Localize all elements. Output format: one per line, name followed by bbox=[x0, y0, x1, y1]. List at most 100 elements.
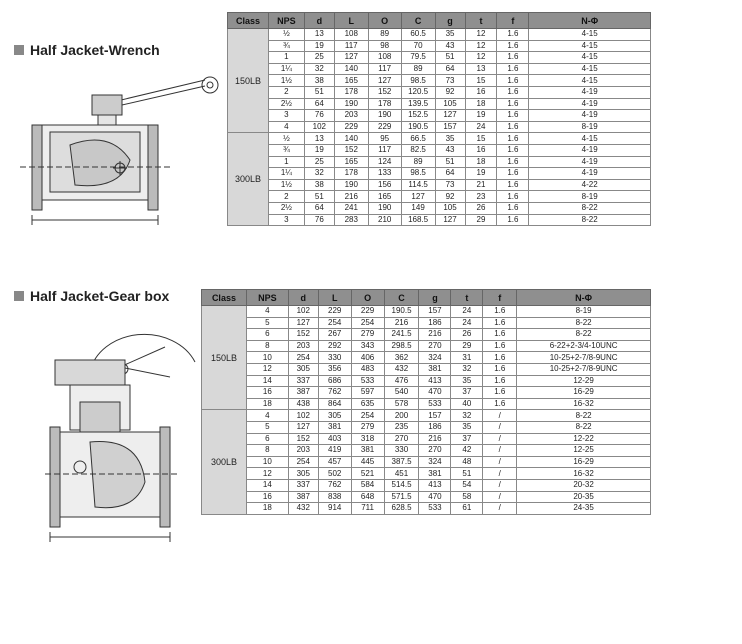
table-cell: 305 bbox=[287, 467, 319, 480]
table-cell: 864 bbox=[317, 397, 352, 411]
table-cell: 73 bbox=[434, 178, 466, 192]
table-cell: 19 bbox=[303, 39, 335, 53]
table-cell: 149 bbox=[400, 201, 436, 215]
table-cell: 18 bbox=[245, 397, 289, 411]
table-cell: 16 bbox=[245, 490, 289, 504]
table-cell: 476 bbox=[383, 374, 420, 388]
table-cell: 292 bbox=[317, 339, 352, 353]
table-cell: 8-22 bbox=[516, 316, 651, 330]
table-cell: 25 bbox=[303, 51, 335, 64]
table-cell: 157 bbox=[418, 305, 452, 318]
table-cell: 838 bbox=[317, 490, 352, 504]
table-cell: 152 bbox=[333, 143, 369, 157]
table-cell: 64 bbox=[434, 167, 466, 180]
table-cell: 58 bbox=[450, 490, 484, 504]
column-header: d bbox=[287, 289, 319, 306]
table-cell: 157 bbox=[418, 409, 452, 422]
table-cell: 29 bbox=[464, 213, 498, 227]
bullet-square-icon bbox=[14, 291, 24, 301]
table-cell: 1.6 bbox=[496, 201, 530, 215]
table-cell: 168.5 bbox=[400, 213, 436, 227]
table-cell: 4-19 bbox=[528, 167, 651, 180]
table-cell: 387 bbox=[287, 386, 319, 399]
table-cell: 190.5 bbox=[400, 120, 436, 134]
table-cell: 4-15 bbox=[528, 132, 651, 145]
table-cell: 200 bbox=[383, 409, 420, 422]
table-cell: 26 bbox=[450, 328, 484, 341]
table-cell: 210 bbox=[367, 213, 402, 227]
table-cell: 4-19 bbox=[528, 109, 651, 122]
table-cell: 3 bbox=[267, 213, 305, 227]
pressure-class-cell: 300LB bbox=[227, 132, 269, 227]
table-cell: 254 bbox=[350, 316, 385, 330]
table-cell: 10-25+2-7/8-9UNC bbox=[516, 351, 651, 364]
table-cell: 12 bbox=[245, 467, 289, 480]
gearbox-valve-drawing bbox=[45, 333, 196, 542]
table-cell: 64 bbox=[303, 201, 335, 215]
table-cell: 4-15 bbox=[528, 74, 651, 87]
table-cell: 279 bbox=[350, 420, 385, 434]
table-cell: 190 bbox=[367, 109, 402, 122]
table-cell: 16-32 bbox=[516, 467, 651, 480]
table-cell: 6 bbox=[245, 432, 289, 446]
table-cell: 8-22 bbox=[528, 201, 651, 215]
table-cell: 4-19 bbox=[528, 97, 651, 111]
table-cell: 190 bbox=[333, 178, 369, 192]
table-cell: 254 bbox=[317, 316, 352, 330]
table-cell: / bbox=[482, 467, 518, 480]
table-cell: 37 bbox=[450, 386, 484, 399]
table-cell: 105 bbox=[434, 201, 466, 215]
wrench-title-text: Half Jacket-Wrench bbox=[30, 42, 160, 58]
table-cell: 8-22 bbox=[516, 328, 651, 341]
table-cell: 216 bbox=[418, 328, 452, 341]
table-cell: 1 bbox=[267, 51, 305, 64]
table-cell: 419 bbox=[317, 444, 352, 457]
table-cell: 105 bbox=[434, 97, 466, 111]
table-cell: / bbox=[482, 502, 518, 515]
table-cell: 64 bbox=[434, 62, 466, 76]
table-cell: 8-22 bbox=[528, 213, 651, 227]
table-cell: / bbox=[482, 420, 518, 434]
table-cell: 40 bbox=[450, 397, 484, 411]
table-cell: 19 bbox=[464, 109, 498, 122]
table-cell: 6 bbox=[245, 328, 289, 341]
table-cell: 60.5 bbox=[400, 28, 436, 41]
table-cell: 356 bbox=[317, 362, 352, 376]
table-cell: 186 bbox=[418, 316, 452, 330]
table-cell: 35 bbox=[434, 28, 466, 41]
table-cell: 114.5 bbox=[400, 178, 436, 192]
table-cell: 413 bbox=[418, 478, 452, 492]
table-cell: 470 bbox=[418, 386, 452, 399]
table-cell: 95 bbox=[367, 132, 402, 145]
table-cell: 8-22 bbox=[516, 420, 651, 434]
table-cell: 42 bbox=[450, 444, 484, 457]
table-cell: 203 bbox=[287, 339, 319, 353]
table-cell: 127 bbox=[287, 316, 319, 330]
table-cell: 152.5 bbox=[400, 109, 436, 122]
table-cell: 178 bbox=[333, 85, 369, 99]
table-cell: 139.5 bbox=[400, 97, 436, 111]
table-cell: 186 bbox=[418, 420, 452, 434]
table-cell: 89 bbox=[367, 28, 402, 41]
table-cell: 381 bbox=[418, 362, 452, 376]
table-cell: ½ bbox=[267, 28, 305, 41]
table-cell: 4-15 bbox=[528, 62, 651, 76]
table-cell: ½ bbox=[267, 132, 305, 145]
table-cell: 127 bbox=[400, 190, 436, 203]
table-cell: 10 bbox=[245, 455, 289, 469]
table-cell: 178 bbox=[367, 97, 402, 111]
table-cell: 254 bbox=[350, 409, 385, 422]
column-header: g bbox=[434, 12, 466, 29]
table-cell: 4-15 bbox=[528, 39, 651, 53]
table-cell: 92 bbox=[434, 85, 466, 99]
table-cell: 18 bbox=[464, 155, 498, 169]
table-cell: 38 bbox=[303, 74, 335, 87]
